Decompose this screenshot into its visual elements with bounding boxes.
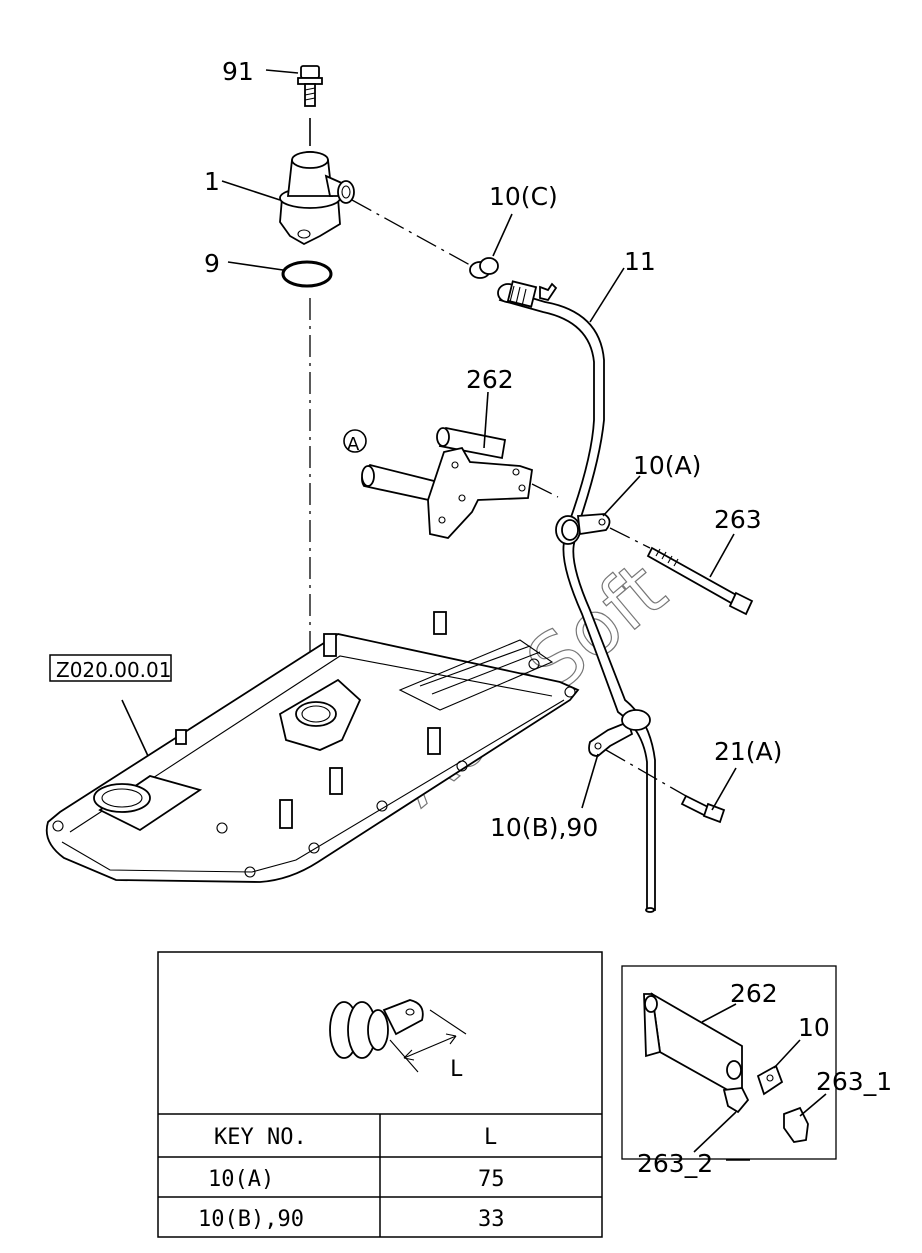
detail-inset (621, 965, 837, 1161)
bolt-91 (297, 65, 323, 107)
detail-callout-263-2: 263_2 (637, 1149, 713, 1178)
callout-10c: 10(C) (489, 182, 558, 211)
clip-length-table: L KEY NO. L 10(A) 75 10(B),90 33 (157, 951, 603, 1238)
table-header-l: L (484, 1125, 497, 1150)
callout-1: 1 (204, 167, 220, 196)
bolt-21a (680, 794, 726, 824)
callout-z020: Z020.00.01 (56, 658, 172, 682)
callout-263: 263 (714, 505, 762, 534)
clip-10b (588, 709, 651, 757)
callout-91: 91 (222, 57, 254, 86)
head-cover (45, 611, 580, 883)
bolt-263 (646, 546, 754, 616)
clip-10a (555, 513, 611, 545)
dimension-label: L (450, 1057, 463, 1082)
table-cell-key: 10(A) (208, 1167, 274, 1192)
o-ring-9 (281, 260, 333, 288)
detail-callout-263-1: 263_1 (816, 1067, 892, 1096)
callout-9: 9 (204, 249, 220, 278)
detail-callout-10: 10 (798, 1013, 830, 1042)
hose-11 (497, 280, 656, 913)
callout-11: 11 (624, 247, 656, 276)
pcv-valve-1 (279, 151, 355, 246)
clip-sketch (329, 999, 467, 1073)
bracket-262 (361, 426, 533, 539)
table-cell-key: 10(B),90 (198, 1207, 304, 1232)
table-header-keyno: KEY NO. (214, 1125, 307, 1150)
clip-10c (469, 257, 499, 279)
table-cell-l: 75 (478, 1167, 505, 1192)
callout-262: 262 (466, 365, 514, 394)
ref-box-z020 (49, 654, 172, 682)
callout-10b90: 10(B),90 (490, 813, 598, 842)
detail-callout-262: 262 (730, 979, 778, 1008)
callout-10a: 10(A) (633, 451, 701, 480)
callout-21a: 21(A) (714, 737, 782, 766)
callout-a-circle: A (347, 434, 360, 455)
table-cell-l: 33 (478, 1207, 505, 1232)
